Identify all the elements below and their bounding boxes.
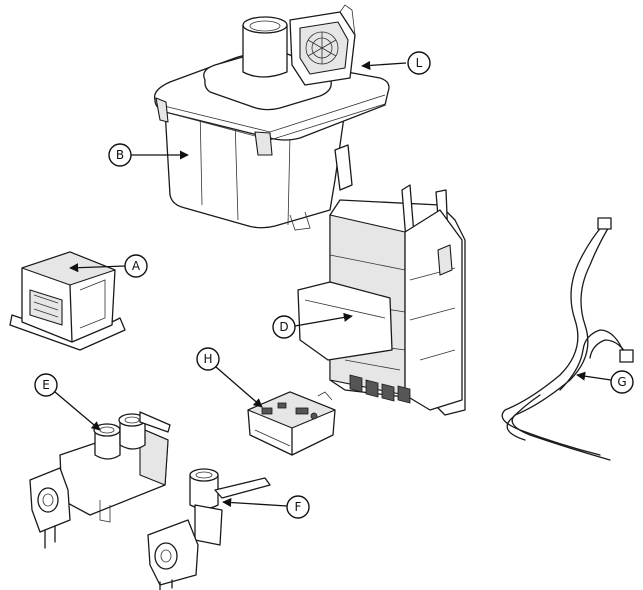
callout-F: F — [286, 495, 310, 519]
callout-A: A — [124, 254, 148, 278]
control-housing — [297, 184, 466, 416]
circuit-board — [247, 391, 336, 456]
double-valve — [29, 411, 171, 549]
single-valve — [147, 468, 271, 590]
callout-G-label: G — [617, 375, 626, 389]
callout-B-label: B — [116, 148, 124, 162]
callout-H: H — [196, 347, 220, 371]
callout-F-label: F — [295, 500, 302, 514]
leader-lines — [54, 60, 612, 508]
callout-D: D — [272, 315, 296, 339]
transformer — [9, 251, 126, 351]
callout-E-label: E — [42, 378, 50, 392]
callout-L-label: L — [416, 56, 423, 70]
callout-H-label: H — [203, 352, 212, 366]
callout-G: G — [610, 370, 634, 394]
callout-E: E — [34, 373, 58, 397]
callout-L: L — [407, 51, 431, 75]
wire-harness — [501, 217, 634, 461]
callout-D-label: D — [279, 320, 288, 334]
water-tank — [153, 4, 390, 231]
callout-B: B — [108, 143, 132, 167]
callout-A-label: A — [132, 259, 141, 273]
